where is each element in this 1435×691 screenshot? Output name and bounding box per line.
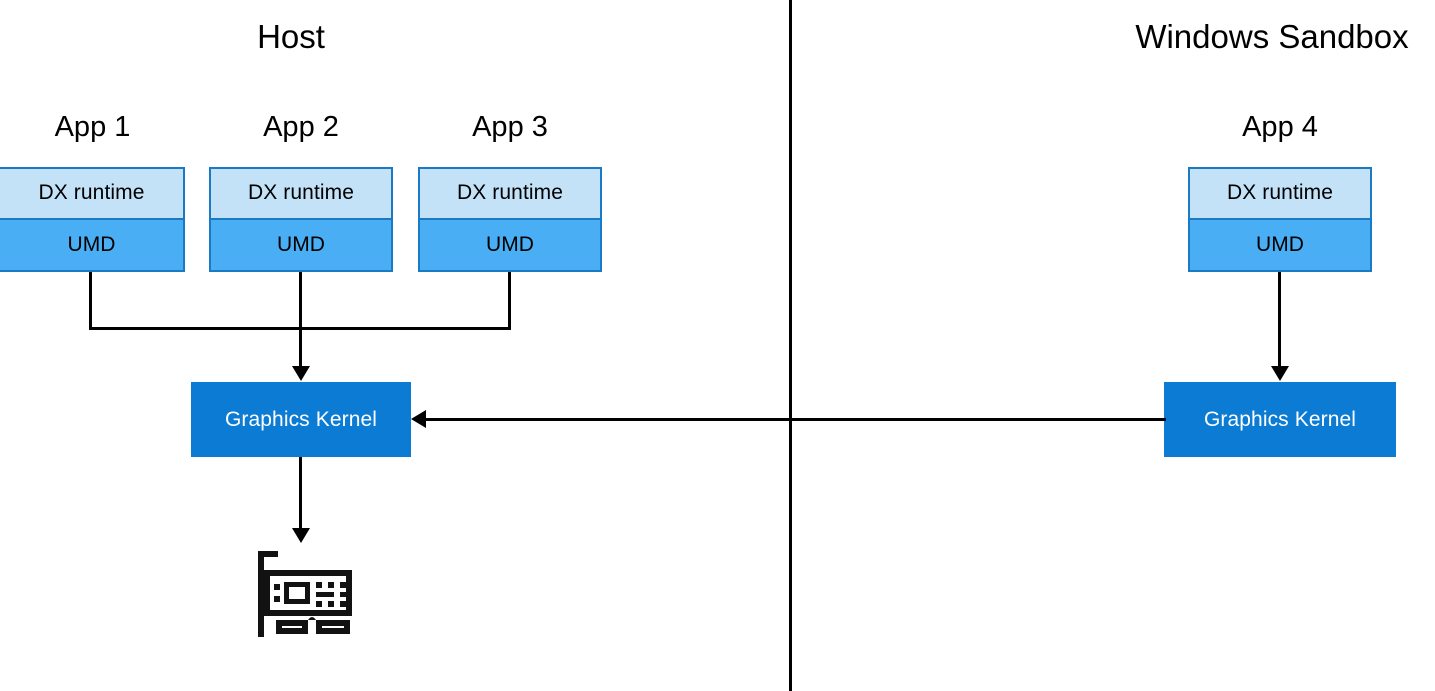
app-4-label: App 4 (1242, 111, 1318, 143)
connector-kernel-to-gpu-arrowhead (292, 528, 310, 543)
app-1-stack: DX runtime UMD (0, 167, 185, 272)
connector-app2-to-kernel (299, 272, 302, 367)
host-graphics-kernel: Graphics Kernel (191, 382, 411, 457)
app-4-dx-runtime-cell: DX runtime (1190, 169, 1370, 220)
app-3-dx-runtime-cell: DX runtime (420, 169, 600, 220)
app-4-stack: DX runtime UMD (1188, 167, 1372, 272)
app-2-stack: DX runtime UMD (209, 167, 393, 272)
host-zone-title: Host (257, 18, 325, 55)
app-1-umd-cell: UMD (0, 219, 183, 270)
app-4-umd-cell: UMD (1190, 219, 1370, 270)
app-1-dx-runtime-cell: DX runtime (0, 169, 183, 220)
app-2-label: App 2 (263, 111, 339, 143)
host-sandbox-boundary (789, 0, 792, 691)
connector-app4-to-kernel-arrowhead (1271, 366, 1289, 381)
gpu-card-icon (252, 548, 362, 640)
app-2-umd-cell: UMD (211, 219, 391, 270)
connector-app1-down (89, 272, 92, 330)
connector-kernel-to-gpu (299, 457, 302, 529)
connector-sandbox-to-host-kernel-arrowhead (411, 410, 426, 428)
connector-app2-to-kernel-arrowhead (292, 366, 310, 381)
app-3-umd-cell: UMD (420, 219, 600, 270)
app-3-label: App 3 (472, 111, 548, 143)
sandbox-graphics-kernel: Graphics Kernel (1164, 382, 1396, 457)
connector-sandbox-to-host-kernel (424, 418, 1166, 421)
sandbox-zone-title: Windows Sandbox (1135, 18, 1409, 55)
connector-app3-down (508, 272, 511, 330)
app-3-stack: DX runtime UMD (418, 167, 602, 272)
app-1-label: App 1 (54, 111, 131, 143)
connector-app4-to-kernel (1278, 272, 1281, 367)
app-2-dx-runtime-cell: DX runtime (211, 169, 391, 220)
